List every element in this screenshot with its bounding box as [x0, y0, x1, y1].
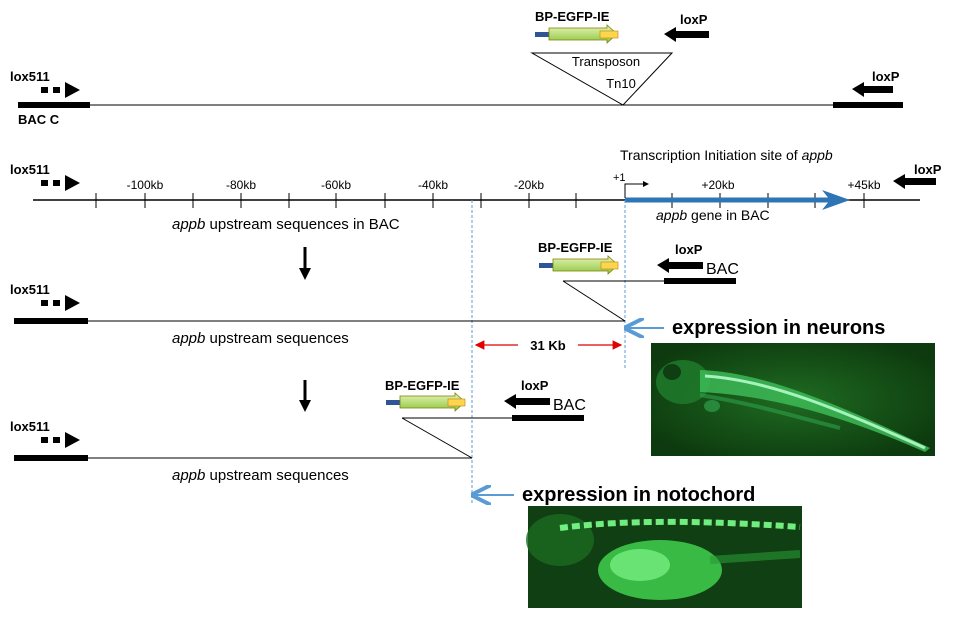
neurons-fish-image — [651, 343, 935, 456]
map-lox511-dashed-arrow-icon — [41, 175, 80, 191]
notochord-bac-bar — [512, 415, 584, 421]
notochord-upstream-label: appb upstream sequences — [172, 467, 349, 484]
notochord-loxp-label: loxP — [521, 378, 549, 393]
bac-c-bar — [18, 102, 90, 108]
top-construct: BP-EGFP-IE loxP Transposon Tn10 lox511 B… — [10, 9, 903, 127]
neurons-lox511-label: lox511 — [10, 282, 50, 297]
map-tick-label: +45kb — [847, 178, 880, 192]
neurons-bac-bar — [664, 278, 736, 284]
gene-in-bac-label: appb gene in BAC — [656, 207, 770, 223]
loxp-label: loxP — [680, 12, 708, 27]
neurons-bac-label: BAC — [706, 261, 739, 278]
map-tick-label: -60kb — [321, 178, 351, 192]
notochord-fish-image — [526, 506, 802, 608]
transposon-label-line1: Transposon — [572, 54, 640, 69]
bp-egfp-ie-cassette — [535, 24, 619, 44]
notochord-expression-label: expression in notochord — [522, 484, 755, 506]
map-loxp-arrow-icon — [893, 174, 936, 189]
construct-neurons: BP-EGFP-IE loxP BAC lox511 appb upstream… — [10, 240, 885, 354]
map-tick-label: -20kb — [514, 178, 544, 192]
lox511-dashed-arrow-icon — [41, 82, 80, 98]
tss-arrow-icon — [643, 181, 649, 187]
neurons-expression-label: expression in neurons — [672, 317, 885, 339]
transposon-triangle — [530, 52, 674, 106]
plus1-label: +1 — [613, 172, 626, 184]
map-tick-label: -40kb — [418, 178, 448, 192]
notochord-cassette-label: BP-EGFP-IE — [385, 378, 460, 393]
map-lox511-label: lox511 — [10, 162, 50, 177]
neurons-loxp-arrow-icon — [657, 258, 703, 273]
distance-label: 31 Kb — [530, 338, 565, 353]
loxp-right-arrow-icon — [852, 82, 893, 97]
map-tick-label: -80kb — [226, 178, 256, 192]
map-tick-labels: -100kb -80kb -60kb -40kb -20kb +20kb +45kb — [127, 178, 881, 192]
transposon-label-line2: Tn10 — [606, 76, 636, 91]
neurons-cassette-label: BP-EGFP-IE — [538, 240, 613, 255]
map-tick-label: -100kb — [127, 178, 164, 192]
notochord-cassette — [386, 392, 466, 412]
neurons-lox511-bar — [14, 318, 88, 324]
neurons-lox511-dashed-arrow-icon — [41, 295, 80, 311]
neurons-upstream-label: appb upstream sequences — [172, 330, 349, 347]
cassette-label: BP-EGFP-IE — [535, 9, 610, 24]
map-tick-label: +20kb — [701, 178, 734, 192]
lox511-label: lox511 — [10, 69, 50, 84]
transcription-initiation-label: Transcription Initiation site of appb — [620, 147, 833, 163]
down-arrow-2-icon — [299, 380, 311, 412]
loxp-arrow-icon — [664, 27, 709, 42]
appb-gene-arrowhead-icon — [822, 190, 850, 210]
notochord-bac-label: BAC — [553, 397, 586, 414]
neurons-cassette — [539, 255, 619, 275]
notochord-lox511-dashed-arrow-icon — [41, 432, 80, 448]
notochord-lox511-bar — [14, 455, 88, 461]
neurons-loxp-label: loxP — [675, 242, 703, 257]
map-loxp-label: loxP — [914, 162, 942, 177]
down-arrow-1-icon — [299, 247, 311, 280]
bac-right-bar — [833, 102, 903, 108]
upstream-in-bac-label: appb upstream sequences in BAC — [172, 216, 400, 233]
loxp-right-label: loxP — [872, 69, 900, 84]
genomic-map: lox511 -100kb -80kb -60kb -40kb -20kb +20kb +4… — [10, 147, 942, 233]
notochord-loxp-arrow-icon — [504, 394, 550, 409]
notochord-lox511-label: lox511 — [10, 419, 50, 434]
bac-c-label: BAC C — [18, 112, 60, 127]
construct-notochord: BP-EGFP-IE loxP BAC lox511 appb upstream… — [10, 378, 755, 506]
